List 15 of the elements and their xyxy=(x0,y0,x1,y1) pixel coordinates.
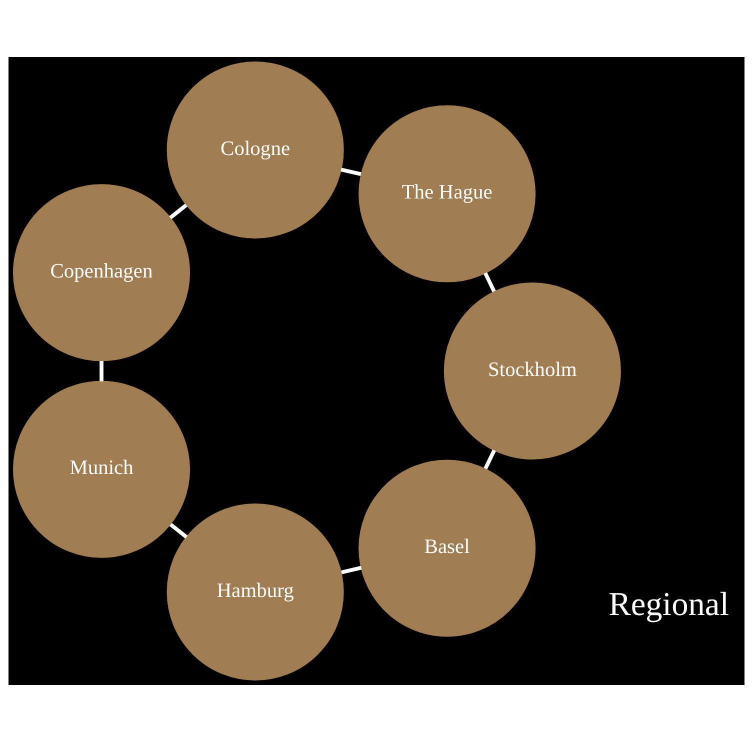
node-circle: Cologne xyxy=(166,61,344,239)
connector xyxy=(484,449,496,470)
connector xyxy=(169,204,188,220)
node-circle: Basel xyxy=(358,460,536,637)
node-circle: Copenhagen xyxy=(13,184,190,362)
connector xyxy=(169,522,188,539)
connector xyxy=(341,566,362,574)
node-circle: The Hague xyxy=(358,105,536,282)
node-circle: Hamburg xyxy=(166,503,344,681)
connector xyxy=(100,361,104,382)
connector xyxy=(340,168,362,176)
node-circle: Stockholm xyxy=(444,282,621,460)
node-circle: Munich xyxy=(13,380,190,558)
label: Regional xyxy=(608,586,729,624)
connector xyxy=(484,272,496,292)
